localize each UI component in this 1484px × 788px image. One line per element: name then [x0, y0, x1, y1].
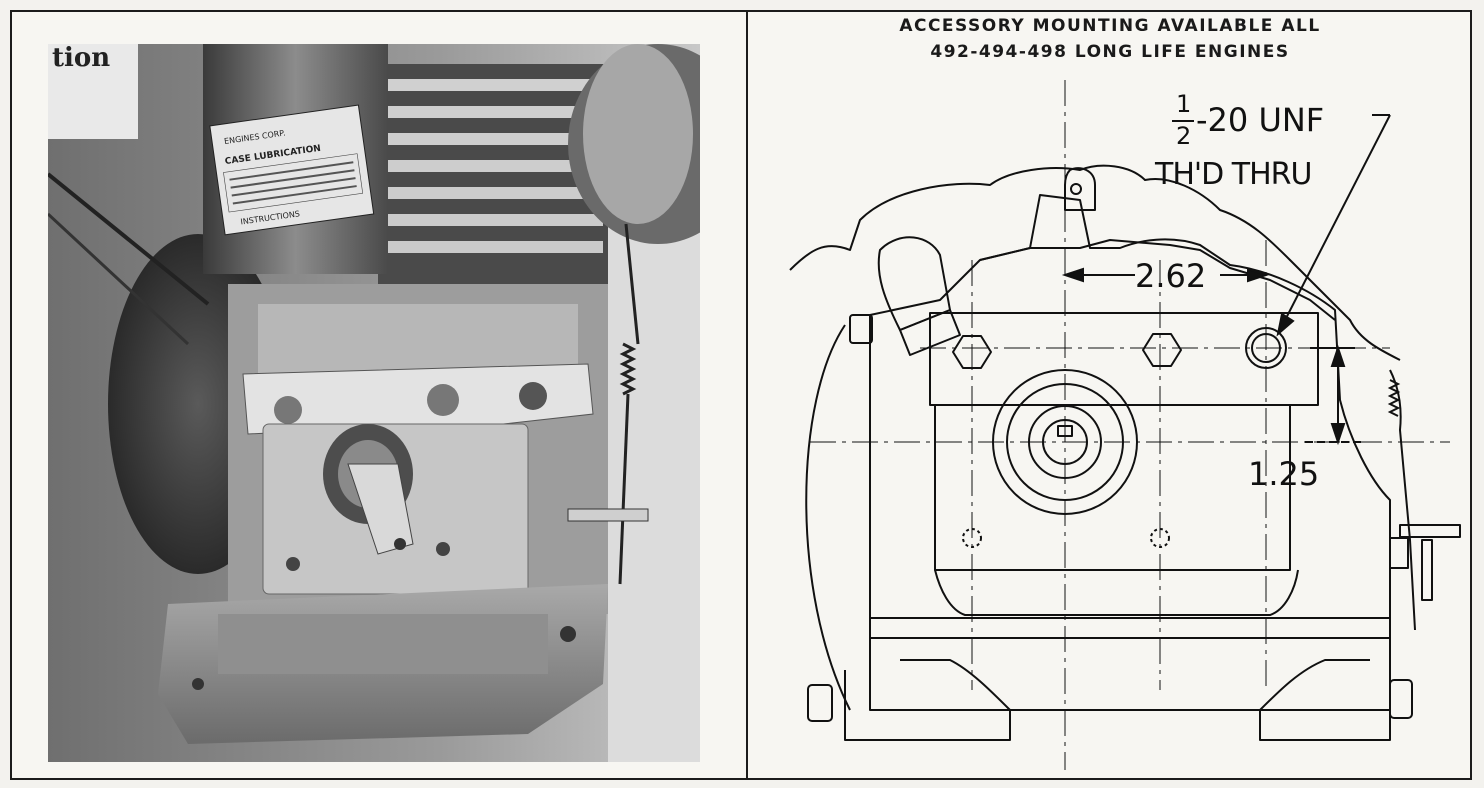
hex-bolt-left	[952, 335, 992, 369]
cylinder-block	[979, 239, 1336, 321]
header-title-line1: ACCESSORY MOUNTING AVAILABLE ALL	[899, 16, 1321, 36]
photo-corner-text: tion	[52, 44, 110, 73]
torn-outline	[789, 164, 1401, 361]
dimension-horizontal-label: 2.62	[1135, 257, 1207, 295]
header-title-line2: 492-494-498 LONG LIFE ENGINES	[930, 42, 1290, 62]
foot-right	[1259, 659, 1391, 741]
thread-fraction-numerator: 1	[1176, 90, 1192, 118]
engine-housing	[869, 194, 1391, 711]
governor-linkage	[1389, 369, 1416, 631]
breather-cap	[877, 236, 951, 331]
hex-bolt-center	[1142, 333, 1182, 367]
thread-fraction-denominator: 2	[1176, 122, 1192, 150]
panel-divider	[746, 10, 748, 780]
pto-cover	[934, 405, 1291, 571]
dimension-vertical-label: 1.25	[1248, 455, 1320, 493]
fraction-bar	[1172, 120, 1194, 122]
side-bolt-left	[849, 314, 873, 344]
thread-spec-label: -20 UNF	[1196, 101, 1325, 139]
plug-boss	[1064, 167, 1096, 211]
mounting-bar	[929, 312, 1319, 406]
governor-spring	[1387, 379, 1401, 417]
thread-leader	[1279, 114, 1391, 331]
engine-photo-art: tion ENGINES CORP. CASE LUBRICATION INST…	[48, 44, 700, 762]
technical-drawing	[789, 80, 1461, 770]
flywheel-outline	[805, 324, 851, 711]
engine-photo: tion ENGINES CORP. CASE LUBRICATION INST…	[48, 44, 700, 762]
foot-left	[844, 659, 1011, 741]
thread-note-label: TH'D THRU	[1155, 157, 1312, 192]
lubrication-label: ENGINES CORP. CASE LUBRICATION INSTRUCTI…	[209, 104, 375, 236]
plug-hole	[1070, 183, 1082, 195]
